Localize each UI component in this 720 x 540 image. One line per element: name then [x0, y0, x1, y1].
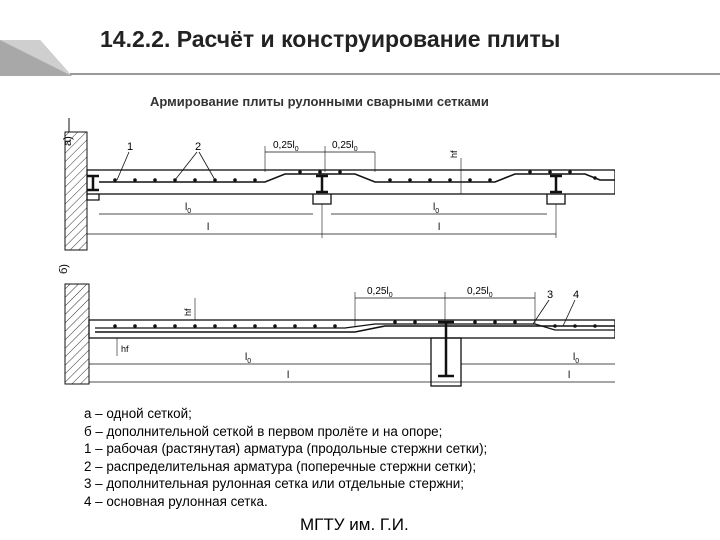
l0-b-right: l0 — [573, 352, 579, 365]
rebar-b-main — [95, 325, 615, 333]
l0-a-left: l0 — [185, 202, 191, 215]
ibeam-a1 — [316, 174, 328, 194]
mark-2: 2 — [195, 141, 201, 153]
legend-item: 2 – распределительная арматура (поперечн… — [84, 458, 477, 474]
dim-a-left: 0,25l0 — [273, 140, 299, 153]
legend-item: 4 – основная рулонная сетка. — [84, 493, 268, 509]
rib-a1 — [312, 194, 332, 205]
bars-b — [113, 320, 597, 328]
bars-a — [113, 170, 597, 182]
hf-a: hf — [449, 150, 459, 158]
drawing-a: а) 1 2 — [62, 118, 615, 251]
mark-3: 3 — [547, 289, 553, 301]
l-a-right: l — [438, 222, 440, 233]
l0-b-left: l0 — [245, 352, 251, 365]
legend: а – одной сеткой; б – дополнительной сет… — [84, 405, 487, 511]
legend-item: 3 – дополнительная рулонная сетка или от… — [84, 476, 464, 492]
ibeam-a2 — [550, 174, 562, 194]
mark-1: 1 — [127, 141, 133, 153]
page-title: 14.2.2. Расчёт и конструирование плиты — [100, 26, 561, 52]
l-b-right: l — [568, 370, 570, 381]
legend-item: б – дополнительной сеткой в первом пролё… — [84, 423, 443, 439]
dim-b-left: 0,25l0 — [367, 286, 393, 299]
slab-a — [86, 169, 615, 195]
footer-text: МГТУ им. Г.И. — [300, 515, 409, 534]
hf-b-side: hf — [121, 344, 129, 354]
wall-b — [64, 283, 90, 385]
corner-decoration — [0, 40, 72, 76]
l-a-left: l — [207, 222, 209, 233]
l0-a-right: l0 — [433, 202, 439, 215]
legend-item: 1 – рабочая (растянутая) арматура (продо… — [84, 441, 488, 457]
rebar-b-extra — [95, 323, 615, 331]
label-b: б) — [58, 264, 70, 274]
drawing-b: б) hf hf 0,25l0 0,25l0 3 — [58, 264, 615, 387]
rebar-a — [99, 173, 615, 183]
hf-b-top: hf — [183, 308, 193, 316]
dim-a-right: 0,25l0 — [332, 140, 358, 153]
ibeam-b — [438, 320, 454, 378]
reinforcement-drawing: а) 1 2 — [58, 118, 615, 387]
ibeam-a0 — [87, 174, 99, 192]
wall-a — [64, 131, 88, 251]
rib-a2 — [546, 194, 566, 205]
page-subtitle: Армирование плиты рулонными сварными сет… — [150, 94, 489, 109]
slab-b — [88, 319, 615, 339]
dim-b-right: 0,25l0 — [467, 286, 493, 299]
mark-4: 4 — [573, 289, 579, 301]
title-divider — [70, 73, 720, 75]
legend-item: а – одной сеткой; — [84, 406, 192, 421]
l-b-left: l — [287, 370, 289, 381]
